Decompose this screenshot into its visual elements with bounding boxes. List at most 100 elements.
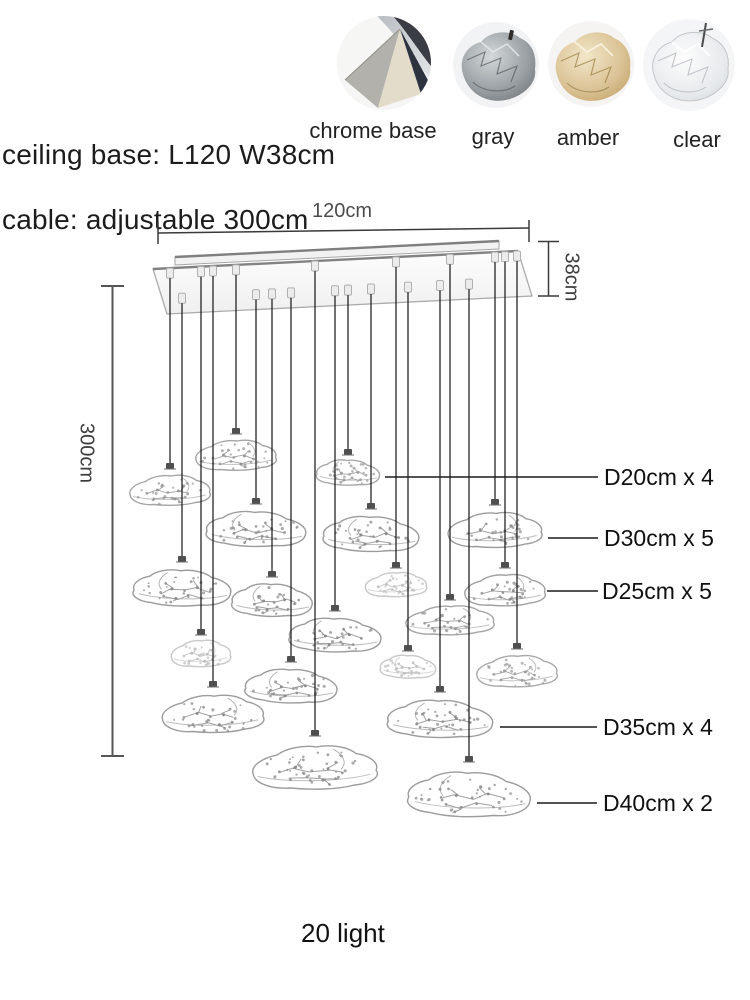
cloud-dot bbox=[506, 601, 509, 605]
cloud-dot bbox=[470, 534, 473, 537]
cloud-dot bbox=[157, 502, 161, 506]
cloud-dot bbox=[421, 582, 424, 586]
cloud-dot bbox=[183, 661, 187, 665]
cloud-node-dot bbox=[195, 586, 199, 589]
cloud-dot bbox=[543, 678, 547, 682]
cloud-dot bbox=[291, 756, 294, 759]
cloud-dot bbox=[340, 632, 344, 636]
cloud-dot bbox=[338, 524, 342, 528]
cloud-dot bbox=[404, 536, 408, 540]
cloud-dot bbox=[518, 530, 522, 534]
cable-connector bbox=[209, 265, 217, 277]
cloud-dot bbox=[489, 679, 492, 682]
cloud-node-dot bbox=[339, 640, 343, 644]
cloud-dot bbox=[421, 612, 424, 615]
cloud-outline bbox=[232, 584, 313, 617]
cloud-node-dot bbox=[209, 648, 213, 652]
cloud-dot bbox=[297, 598, 301, 602]
cloud-node-dot bbox=[512, 601, 516, 604]
cloud-node-dot bbox=[248, 537, 252, 541]
cloud-dot bbox=[332, 470, 335, 473]
pendant-hanger bbox=[436, 686, 444, 692]
pendant-hanger bbox=[209, 681, 217, 687]
cloud-dot bbox=[214, 582, 218, 585]
cloud-dot bbox=[359, 463, 363, 466]
cloud-node-dot bbox=[408, 667, 411, 670]
cloud-node-dot bbox=[177, 489, 180, 493]
cloud-node-dot bbox=[422, 667, 426, 671]
cloud-node-dot bbox=[404, 580, 408, 583]
cloud-node-dot bbox=[189, 580, 193, 583]
cloud-dot bbox=[312, 644, 315, 647]
pendant bbox=[289, 618, 381, 652]
cloud-dot bbox=[434, 710, 437, 714]
cloud-node-dot bbox=[459, 806, 463, 809]
cloud-node-dot bbox=[174, 597, 178, 600]
pendant bbox=[477, 656, 558, 687]
cloud-dot bbox=[288, 761, 291, 764]
cloud-dot bbox=[472, 597, 476, 601]
cloud-node-dot bbox=[533, 673, 536, 677]
cloud-dot bbox=[378, 546, 381, 549]
cloud-dot bbox=[310, 673, 315, 678]
cloud-dot bbox=[509, 792, 512, 795]
cloud-dot bbox=[158, 597, 161, 600]
cloud-dot bbox=[257, 465, 260, 468]
cloud-dot bbox=[517, 519, 520, 522]
cloud-branch-line bbox=[404, 582, 408, 584]
cloud-dot bbox=[348, 461, 351, 465]
cloud-dot bbox=[526, 537, 530, 541]
cloud-dot bbox=[487, 787, 491, 791]
cloud-node-dot bbox=[163, 495, 167, 498]
cloud-node-dot bbox=[195, 657, 199, 661]
pendant-hanger bbox=[491, 499, 499, 505]
cloud-node-dot bbox=[348, 473, 351, 476]
cloud-node-dot bbox=[350, 476, 354, 480]
cloud-dot bbox=[308, 774, 310, 777]
cloud-dot bbox=[497, 800, 501, 804]
cloud-dot bbox=[257, 608, 261, 612]
cloud-dot bbox=[427, 708, 430, 711]
cloud-node-dot bbox=[487, 535, 491, 539]
cloud-dot bbox=[472, 718, 476, 721]
plate-length-label: 120cm bbox=[312, 200, 373, 222]
cloud-dot bbox=[391, 660, 394, 662]
cloud-dot bbox=[214, 654, 217, 657]
cloud-dot bbox=[274, 612, 278, 615]
cloud-dot bbox=[527, 682, 531, 686]
cloud-dot bbox=[147, 582, 150, 585]
cloud-node-dot bbox=[478, 528, 482, 532]
cloud-dot bbox=[286, 768, 289, 772]
cloud-node-dot bbox=[183, 495, 187, 499]
cloud-node-dot bbox=[277, 770, 281, 774]
cloud-dot bbox=[229, 526, 233, 530]
cloud-node-dot bbox=[339, 481, 343, 484]
cloud-dot bbox=[344, 529, 347, 532]
cloud-node-dot bbox=[255, 606, 259, 609]
cloud-node-dot bbox=[431, 627, 434, 630]
cloud-dot bbox=[343, 475, 346, 479]
cloud-dot bbox=[409, 581, 413, 585]
cable-connector bbox=[501, 251, 509, 263]
cloud-outline bbox=[196, 440, 277, 470]
cloud-dot bbox=[476, 788, 480, 792]
cloud-node-dot bbox=[304, 684, 307, 688]
cloud-node-dot bbox=[340, 471, 343, 475]
cloud-dot bbox=[193, 725, 196, 728]
cloud-node-dot bbox=[170, 587, 174, 591]
cloud-branch-line bbox=[208, 649, 210, 655]
cloud-dot bbox=[208, 662, 211, 665]
cloud-node-dot bbox=[295, 691, 299, 695]
cloud-node-dot bbox=[360, 637, 363, 640]
cloud-inner-rim bbox=[480, 676, 553, 681]
cloud-dot bbox=[439, 795, 443, 799]
cloud-dot bbox=[231, 520, 234, 523]
pendant bbox=[196, 440, 277, 470]
cloud-dot bbox=[441, 780, 445, 785]
cloud-node-dot bbox=[351, 540, 355, 544]
cloud-node-dot bbox=[415, 665, 419, 668]
cloud-node-dot bbox=[498, 595, 502, 599]
cloud-dot bbox=[204, 663, 208, 667]
cloud-node-dot bbox=[415, 722, 419, 725]
pendant-hanger bbox=[331, 605, 339, 611]
